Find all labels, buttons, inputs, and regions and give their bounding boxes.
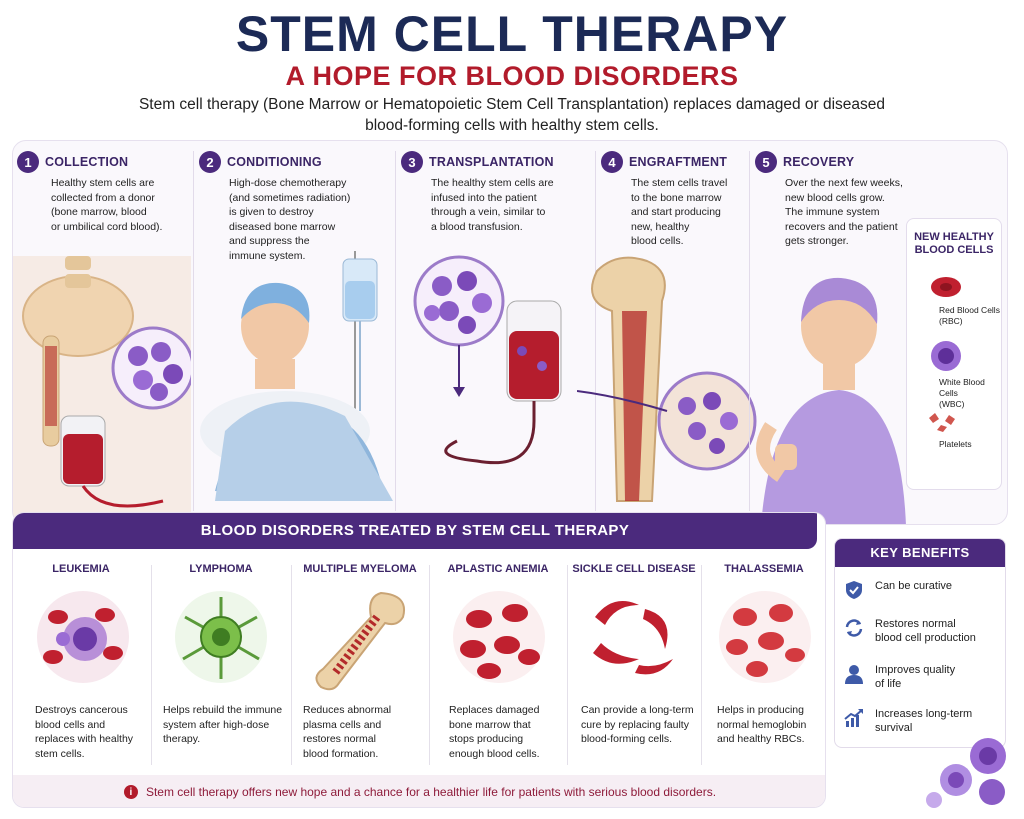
patient-chemotherapy-illustration bbox=[200, 251, 393, 501]
step-title: CONDITIONING bbox=[227, 155, 322, 169]
recovered-patient-illustration bbox=[756, 277, 906, 524]
refresh-icon bbox=[845, 619, 863, 637]
step-title: COLLECTION bbox=[45, 155, 129, 169]
transfusion-illustration bbox=[413, 255, 562, 465]
person-icon bbox=[845, 665, 863, 684]
step-conditioning: 2 CONDITIONING High-dose chemotherapy(an… bbox=[195, 141, 393, 524]
aplastic-anemia-cells-illustration bbox=[453, 591, 545, 683]
disorder-name: APLASTIC ANEMIA bbox=[447, 563, 549, 575]
red-blood-cell-icon bbox=[931, 277, 961, 297]
disorder-name: SICKLE CELL DISEASE bbox=[572, 563, 696, 575]
chart-up-icon bbox=[844, 709, 863, 727]
decorative-stem-cells bbox=[926, 738, 1006, 808]
step-title: RECOVERY bbox=[783, 155, 855, 169]
benefit-text: Can be curative bbox=[875, 580, 953, 592]
disorder-name: LEUKEMIA bbox=[52, 563, 110, 575]
benefit-item: Can be curative bbox=[843, 579, 1003, 601]
step-recovery: 5 RECOVERY Over the next few weeks,new b… bbox=[751, 141, 1007, 524]
disorders-panel: BLOOD DISORDERS TREATED BY STEM CELL THE… bbox=[12, 512, 826, 808]
platelets-icon bbox=[929, 413, 955, 432]
disorder-name: MULTIPLE MYELOMA bbox=[303, 563, 417, 575]
step-number: 4 bbox=[601, 151, 623, 173]
step-number: 2 bbox=[199, 151, 221, 173]
step-description: High-dose chemotherapy(and sometimes rad… bbox=[229, 177, 351, 262]
step-number: 1 bbox=[17, 151, 39, 173]
step-number: 5 bbox=[755, 151, 777, 173]
disorder-name: THALASSEMIA bbox=[724, 563, 804, 575]
step-title: TRANSPLANTATION bbox=[429, 155, 554, 169]
lymphoma-cell-illustration bbox=[175, 591, 267, 683]
page-title: STEM CELL THERAPY bbox=[235, 6, 789, 62]
platelets-label: Platelets bbox=[939, 439, 972, 449]
sickle-cells-illustration bbox=[593, 601, 673, 675]
benefits-header: KEY BENEFITS bbox=[835, 539, 1005, 567]
footer-bar: i Stem cell therapy offers new hope and … bbox=[13, 775, 825, 807]
thalassemia-cells-illustration bbox=[719, 591, 811, 683]
pelvis-collection-illustration bbox=[13, 256, 191, 524]
info-icon: i bbox=[123, 785, 138, 799]
disorders-header: BLOOD DISORDERS TREATED BY STEM CELL THE… bbox=[13, 513, 817, 549]
shield-check-icon bbox=[846, 581, 862, 599]
key-benefits-panel: KEY BENEFITS Can be curative Restores no… bbox=[834, 538, 1006, 748]
disorder-name: LYMPHOMA bbox=[189, 563, 253, 575]
page-subtitle: A HOPE FOR BLOOD DISORDERS bbox=[285, 61, 739, 91]
myeloma-bone-illustration bbox=[315, 591, 405, 691]
step-number: 3 bbox=[401, 151, 423, 173]
disorder-sickle-cell-disease: SICKLE CELL DISEASE Can provide a long-t… bbox=[569, 553, 699, 775]
step-description: Over the next few weeks,new blood cells … bbox=[785, 177, 903, 247]
bone-marrow-engraftment-illustration bbox=[577, 256, 757, 502]
leukemia-cells-illustration bbox=[37, 591, 129, 683]
step-title: ENGRAFTMENT bbox=[629, 155, 728, 169]
wbc-label: White Blood Cells(WBC) bbox=[939, 377, 985, 409]
step-transplantation: 3 TRANSPLANTATION The healthy stem cells… bbox=[397, 141, 593, 524]
intro-text: Stem cell therapy (Bone Marrow or Hemato… bbox=[138, 96, 886, 134]
footer-text: Stem cell therapy offers new hope and a … bbox=[145, 785, 717, 799]
rbc-label: Red Blood Cells(RBC) bbox=[939, 305, 1000, 326]
white-blood-cell-icon bbox=[931, 341, 961, 371]
